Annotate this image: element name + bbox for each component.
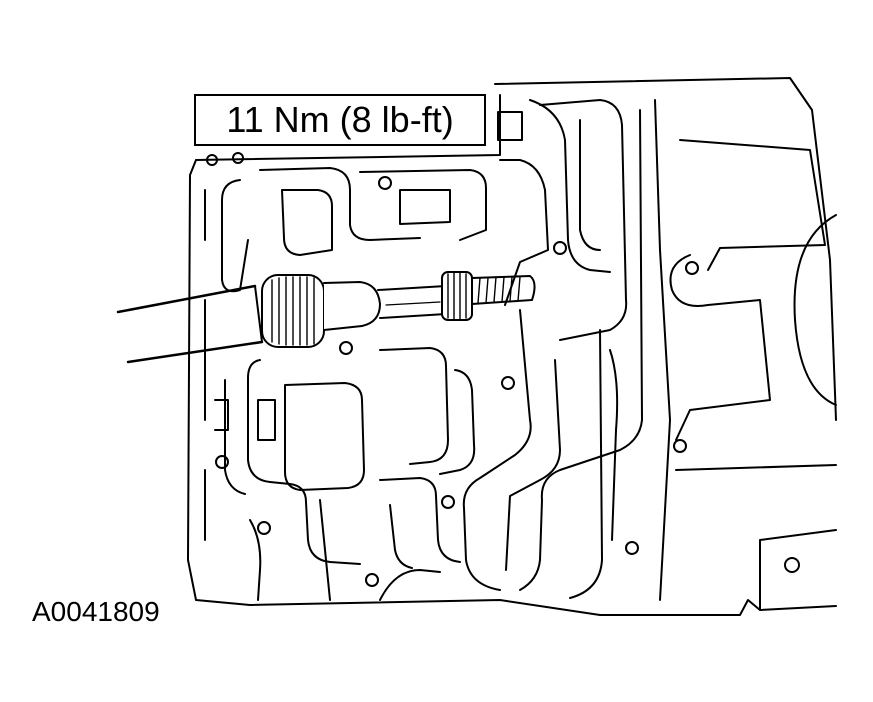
case-lower-block <box>759 529 837 611</box>
channel-13 <box>462 309 532 591</box>
ratchet-collar <box>254 285 263 343</box>
channel-1 <box>221 179 249 293</box>
channel-2 <box>259 167 421 241</box>
wrench-handle-top <box>116 284 257 314</box>
ratchet-drive <box>323 281 381 331</box>
bolt-hole <box>232 152 244 164</box>
channel-10 <box>519 109 643 591</box>
channel-15 <box>439 369 476 475</box>
housing-outline <box>187 159 837 616</box>
channel-5 <box>399 189 451 225</box>
bolt-hole <box>378 176 392 190</box>
channel-6 <box>499 159 549 306</box>
bolt-hole <box>553 241 567 255</box>
housing-top-edge <box>195 94 501 161</box>
channel-19 <box>284 382 365 491</box>
channel-8 <box>539 99 628 341</box>
channel-24 <box>389 504 413 569</box>
bolt-hole <box>441 495 455 509</box>
bolt-hole <box>501 376 515 390</box>
bolt-shank <box>471 275 536 305</box>
channel-22 <box>379 569 441 601</box>
channel-20 <box>379 477 461 563</box>
torque-callout: 11 Nm (8 lb-ft) <box>194 94 486 146</box>
channel-4 <box>359 169 487 241</box>
case-bore <box>793 214 837 406</box>
channel-7 <box>529 99 611 273</box>
channel-9 <box>579 119 601 251</box>
bolt-hole <box>685 261 699 275</box>
bolt-hole <box>365 573 379 587</box>
case-right-shoulder <box>679 139 826 271</box>
bolt-hole <box>257 521 271 535</box>
channel-21 <box>319 499 331 601</box>
socket <box>441 271 473 321</box>
bolt-hole <box>784 557 800 573</box>
bolt-hole <box>625 541 639 555</box>
bolt-hole <box>206 154 218 166</box>
channel-18 <box>224 379 246 495</box>
extension-bar <box>377 285 447 319</box>
callout-frame-right <box>497 111 523 141</box>
bolt-hole <box>673 439 687 453</box>
channel-11 <box>569 329 603 599</box>
channel-23 <box>249 519 262 601</box>
case-right-boss <box>669 254 771 441</box>
wrench-handle-bottom <box>126 340 264 364</box>
case-lower-step <box>675 464 837 471</box>
channel-26 <box>257 399 276 441</box>
channel-3 <box>281 189 333 256</box>
channel-14 <box>505 359 561 571</box>
bolt-hole <box>215 455 229 469</box>
case-right-upper <box>494 77 837 421</box>
channel-27 <box>214 399 229 431</box>
bolt-hole <box>339 341 353 355</box>
channel-12 <box>609 349 619 541</box>
torque-spec-label: 11 Nm (8 lb-ft) <box>226 99 454 140</box>
figure-id-label: A0041809 <box>32 596 160 627</box>
channel-17 <box>247 359 361 565</box>
case-right-inner <box>654 99 671 601</box>
channel-16 <box>379 347 449 465</box>
